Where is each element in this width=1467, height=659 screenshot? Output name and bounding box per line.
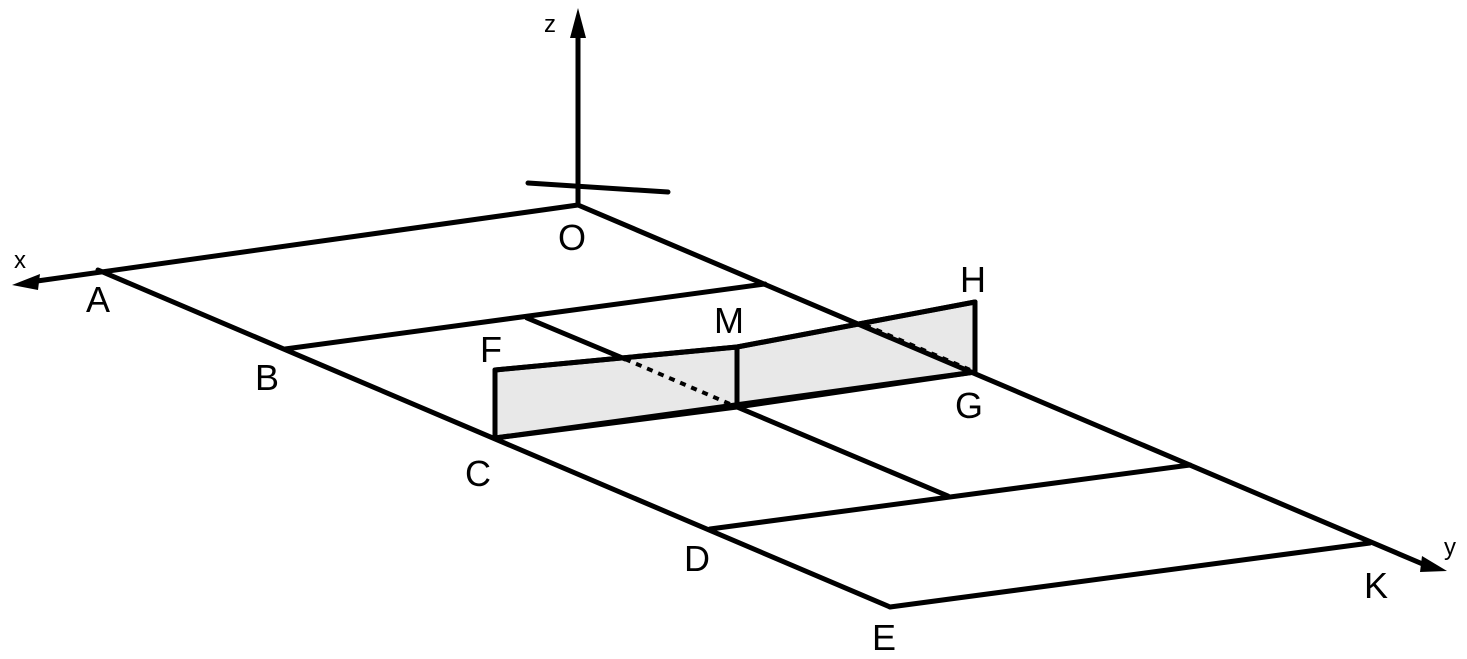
y-axis-label: y xyxy=(1444,534,1456,561)
panel-right xyxy=(734,299,978,410)
z-axis-arrowhead xyxy=(570,8,586,38)
hidden-edge-ray-through-left-panel xyxy=(624,357,738,409)
point-label-K: K xyxy=(1364,565,1388,606)
point-label-B: B xyxy=(255,357,279,398)
point-label-M: M xyxy=(714,300,744,341)
y-axis-line xyxy=(575,202,1428,568)
y-axis-arrowhead xyxy=(1420,556,1447,572)
axis-stub-line xyxy=(525,180,671,195)
point-label-C: C xyxy=(465,453,491,494)
z-axis-label: z xyxy=(544,11,556,38)
x-axis-line xyxy=(27,202,581,285)
line-mid-to-DK xyxy=(524,315,628,362)
x-axis-label: x xyxy=(14,247,26,274)
line-M-down xyxy=(734,404,951,499)
x-axis-arrowhead xyxy=(12,274,40,290)
point-label-A: A xyxy=(86,279,110,320)
edge-M-H xyxy=(734,299,978,350)
point-label-H: H xyxy=(960,259,986,300)
point-label-E: E xyxy=(872,617,896,658)
point-label-G: G xyxy=(955,385,983,426)
edge-E-K xyxy=(887,540,1373,610)
edge-F-M xyxy=(492,344,740,373)
point-label-F: F xyxy=(480,329,502,370)
point-label-O: O xyxy=(558,217,586,258)
point-label-D: D xyxy=(684,538,710,579)
